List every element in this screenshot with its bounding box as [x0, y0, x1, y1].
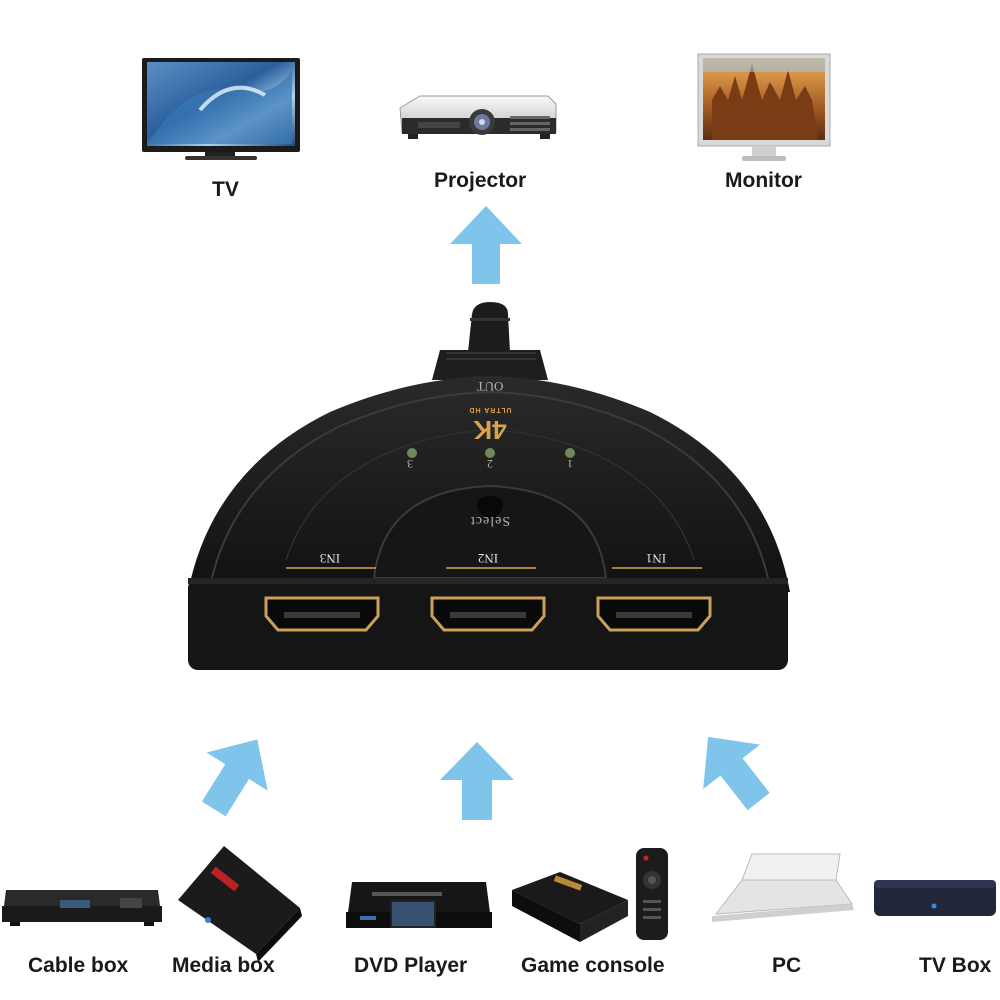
- tv-label: TV: [212, 178, 239, 201]
- game-console-label: Game console: [521, 954, 665, 977]
- pc-label: PC: [772, 954, 802, 977]
- cable-box-label: Cable box: [28, 954, 129, 977]
- hdmi-port-in2: [430, 596, 546, 632]
- projector-label: Projector: [434, 169, 527, 192]
- dvd-player-label: DVD Player: [354, 954, 468, 977]
- monitor-label: Monitor: [725, 169, 802, 192]
- hdmi-port-in3: [264, 596, 380, 632]
- media-box-label: Media box: [172, 954, 275, 977]
- hdmi-port-in1: [596, 596, 712, 632]
- tv-box-label: TV Box: [919, 954, 992, 977]
